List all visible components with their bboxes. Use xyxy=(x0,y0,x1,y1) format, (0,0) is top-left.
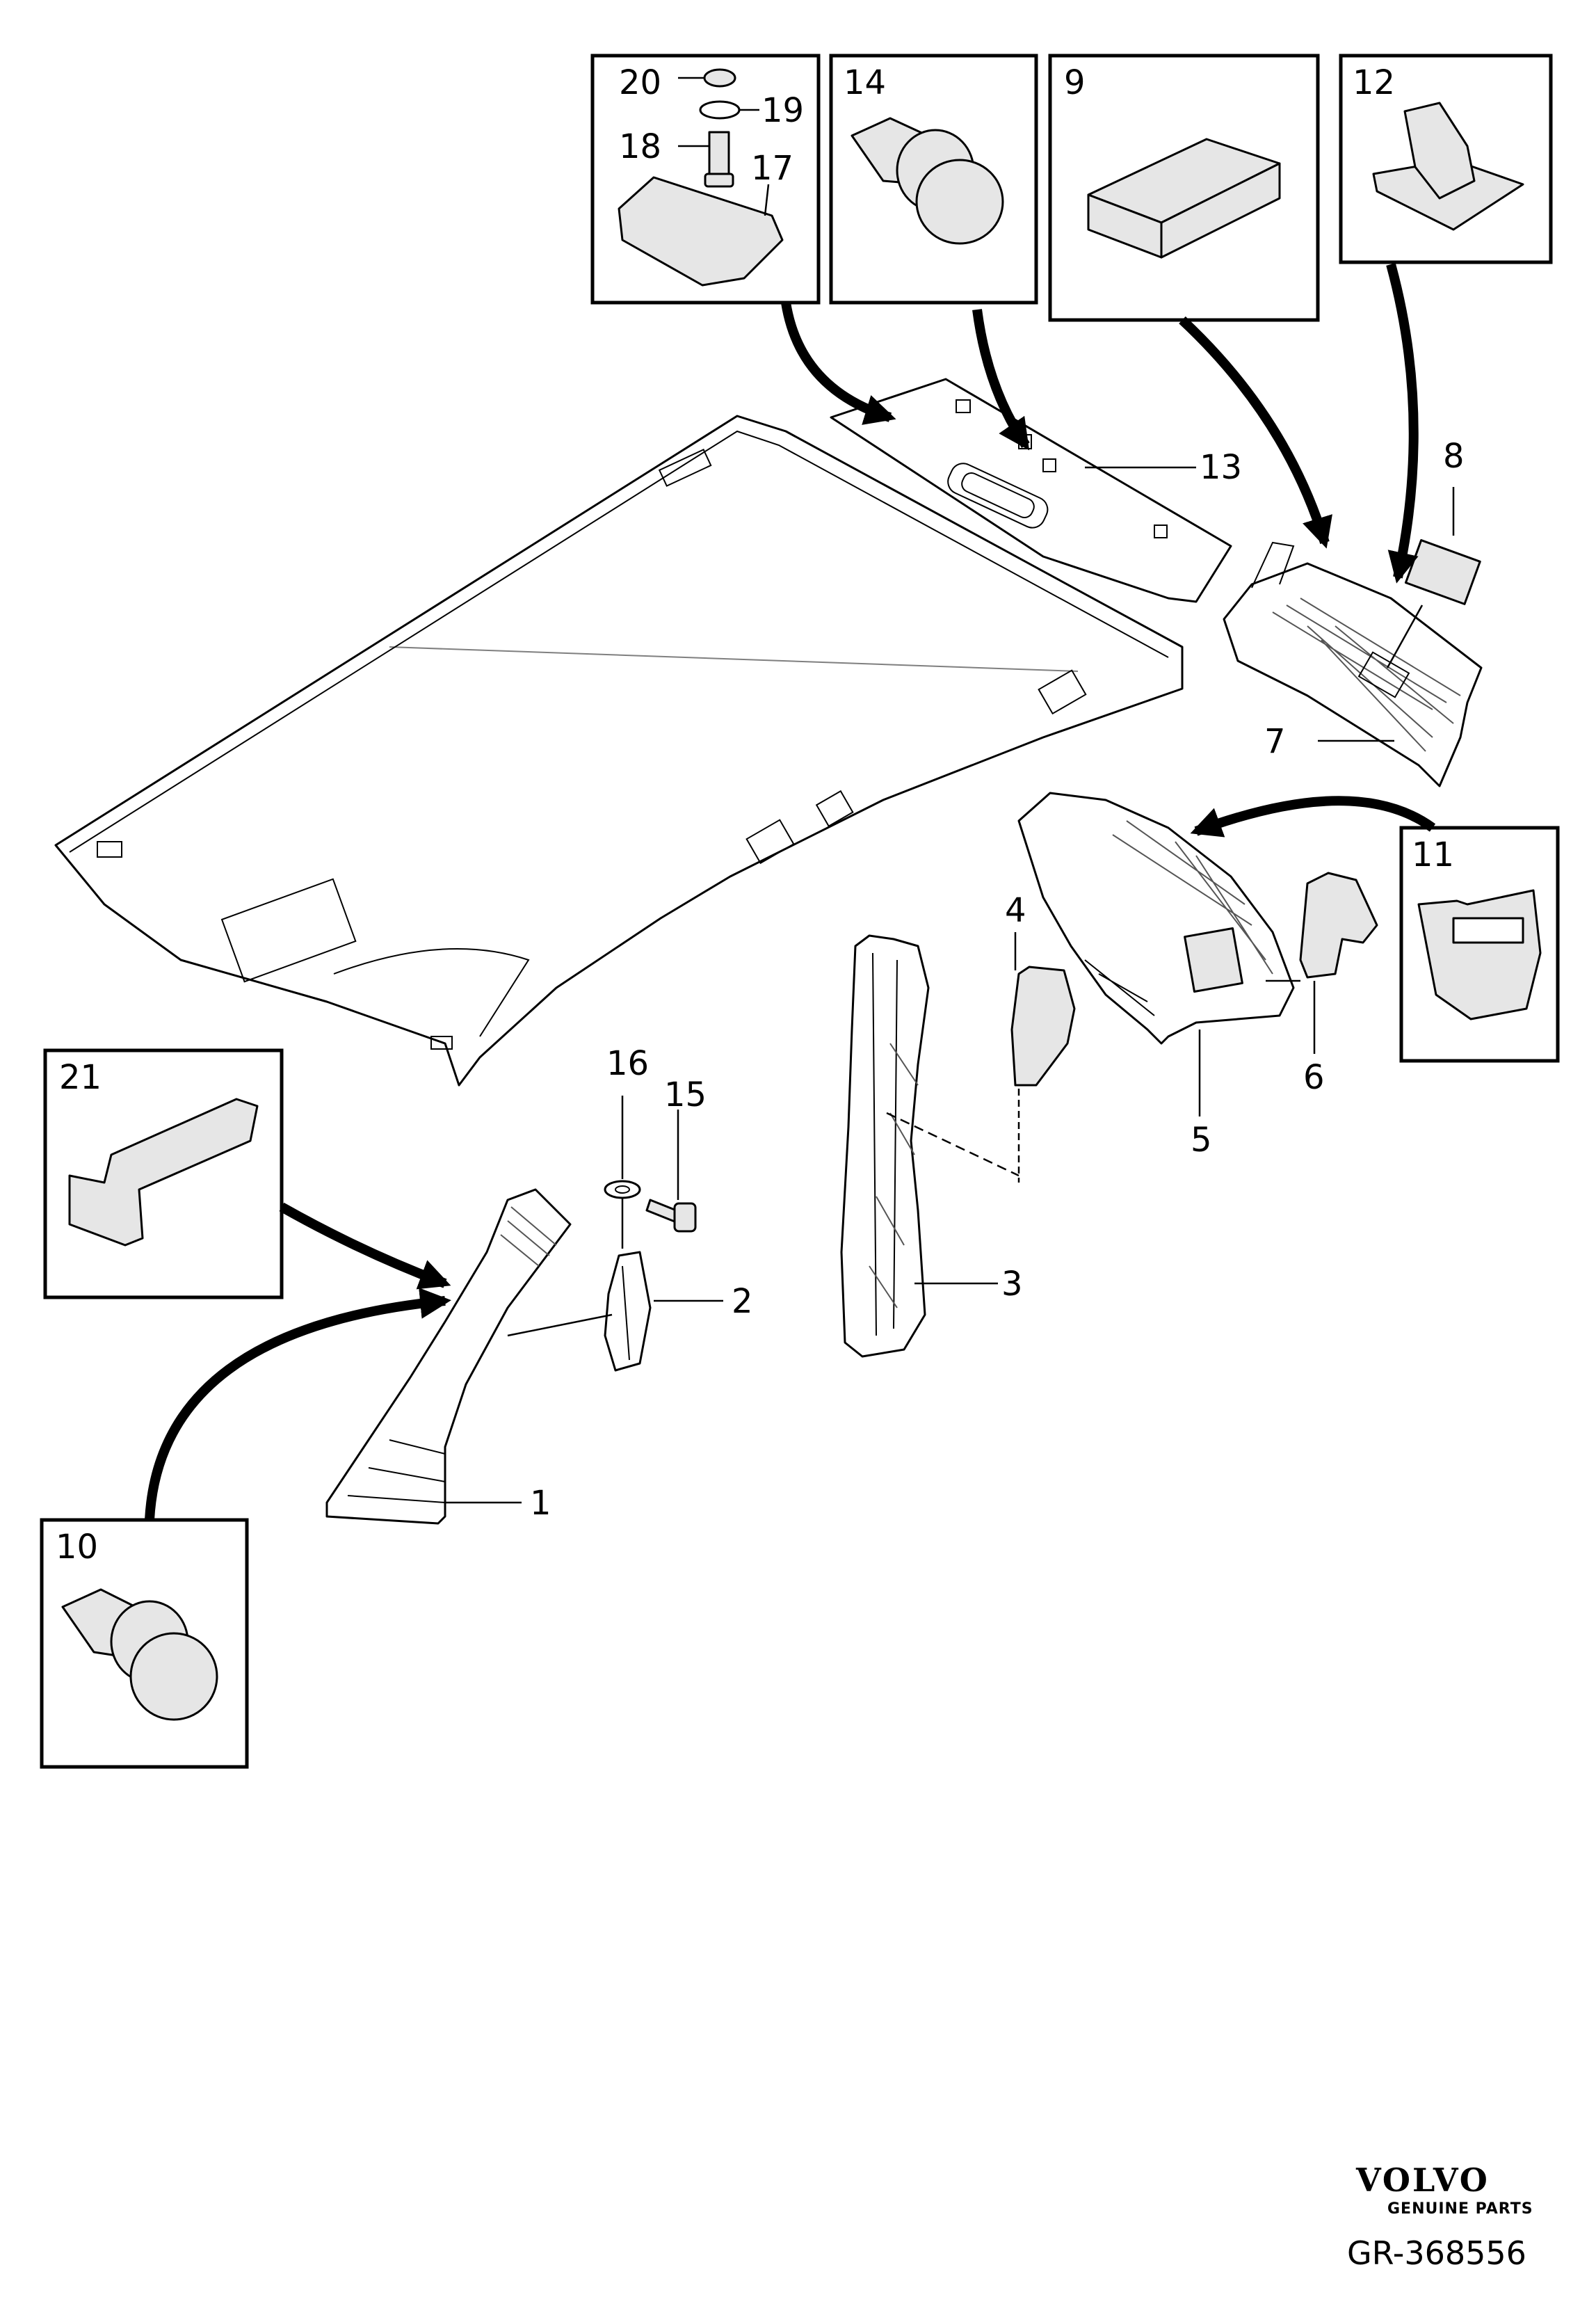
callout-15: 15 xyxy=(664,1075,707,1114)
detail-box-9 xyxy=(1048,54,1320,322)
reference-number: GR-368556 xyxy=(1347,2234,1526,2272)
detail-box-11 xyxy=(1399,826,1560,1063)
callout-9: 9 xyxy=(1064,63,1086,102)
part-6-cover xyxy=(1266,872,1378,1054)
callout-5: 5 xyxy=(1191,1121,1212,1160)
part-16-washer xyxy=(604,1096,641,1249)
callout-2: 2 xyxy=(732,1282,753,1321)
volvo-logo: VOLVO GENUINE PARTS xyxy=(1355,2161,1533,2218)
pointer-arrows xyxy=(145,263,1436,1521)
callout-11: 11 xyxy=(1412,835,1454,874)
part-3-pillar-trim xyxy=(840,934,1019,1358)
callout-10: 10 xyxy=(56,1528,98,1567)
headliner-panel xyxy=(54,415,1184,1087)
part-1-pillar-trim xyxy=(325,1188,572,1525)
detail-box-10 xyxy=(40,1518,249,1769)
detail-box-21 xyxy=(43,1048,284,1299)
callout-17: 17 xyxy=(751,149,793,188)
callout-19: 19 xyxy=(761,91,804,130)
callout-7: 7 xyxy=(1264,722,1286,761)
part-8-clip xyxy=(1386,487,1481,668)
detail-box-17-20 xyxy=(590,54,821,305)
callout-12: 12 xyxy=(1353,63,1395,102)
callout-16: 16 xyxy=(606,1044,649,1083)
part-13-console-panel xyxy=(830,378,1232,603)
detail-box-14 xyxy=(829,54,1038,305)
part-5-pillar-trim xyxy=(1017,792,1295,1116)
callout-3: 3 xyxy=(1001,1265,1023,1304)
callout-8: 8 xyxy=(1443,437,1465,476)
callout-6: 6 xyxy=(1303,1058,1325,1097)
callout-18: 18 xyxy=(619,127,661,166)
callout-20: 20 xyxy=(619,63,661,102)
callout-4: 4 xyxy=(1005,891,1026,930)
callout-21: 21 xyxy=(59,1058,102,1097)
brand-tagline: GENUINE PARTS xyxy=(1387,2200,1533,2218)
part-4-cover xyxy=(1010,932,1076,1183)
callout-14: 14 xyxy=(844,63,886,102)
part-15-screw xyxy=(645,1110,697,1233)
detail-box-12 xyxy=(1339,54,1553,264)
brand-name: VOLVO xyxy=(1355,2161,1490,2199)
callout-1: 1 xyxy=(530,1484,551,1523)
part-2-bracket xyxy=(507,1251,723,1372)
callout-13: 13 xyxy=(1200,448,1242,487)
